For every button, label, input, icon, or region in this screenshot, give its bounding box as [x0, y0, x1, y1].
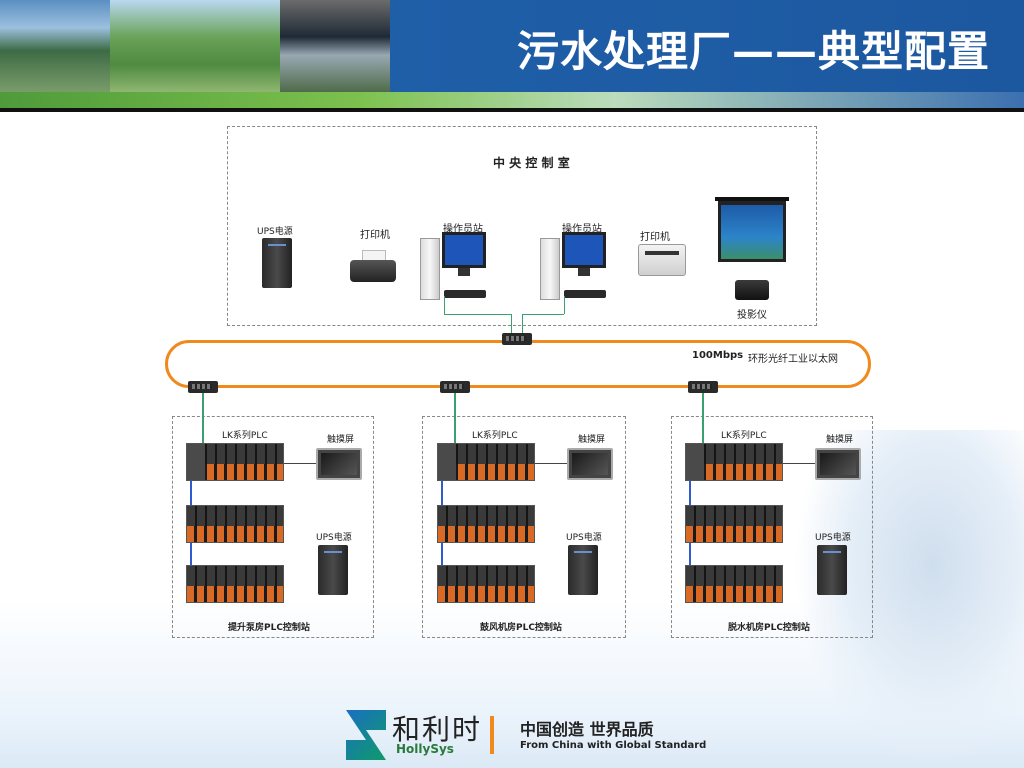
station-ups-label: UPS电源: [566, 533, 602, 543]
ethernet-switch-icon: [188, 381, 218, 393]
link-line: [454, 393, 456, 443]
slogan-english: From China with Global Standard: [520, 740, 707, 751]
touch-screen-label: 触摸屏: [826, 435, 854, 445]
link-line: [783, 463, 815, 464]
plc-label: LK系列PLC: [222, 431, 268, 441]
header-color-band: [0, 92, 1024, 108]
header: 污水处理厂——典型配置: [0, 0, 1024, 112]
photo-tanks: [280, 0, 390, 92]
projection-screen-icon: [715, 197, 789, 262]
plc-rack-expansion: [186, 505, 284, 543]
bus-line: [441, 543, 443, 565]
operator-station-icon: [420, 232, 488, 304]
plc-rack-expansion: [437, 505, 535, 543]
link-line: [511, 314, 512, 334]
bus-line: [190, 481, 192, 505]
bus-line: [689, 543, 691, 565]
plc-station-box: [172, 416, 374, 638]
bus-line: [441, 481, 443, 505]
plc-station-box: [671, 416, 873, 638]
plc-station-box: [422, 416, 626, 638]
laser-printer-icon: [638, 244, 686, 276]
ethernet-switch-icon: [502, 333, 532, 345]
slogan-chinese: 中国创造 世界品质: [520, 720, 654, 739]
bus-line: [689, 481, 691, 505]
printer-left-label: 打印机: [360, 230, 390, 241]
touch-screen-icon: [567, 448, 613, 480]
station-name: 鼓风机房PLC控制站: [480, 623, 562, 633]
link-line: [535, 463, 567, 464]
network-speed: 100Mbps: [692, 350, 744, 361]
plc-rack-main: [186, 443, 284, 481]
printer-icon: [350, 250, 396, 282]
touch-screen-label: 触摸屏: [327, 435, 355, 445]
background-figure: [794, 430, 1024, 768]
link-line: [444, 296, 445, 314]
link-line: [522, 314, 523, 334]
footer-divider: [490, 716, 494, 754]
operator-station-icon: [540, 232, 608, 304]
logo-chinese-name: 和利时: [392, 713, 483, 746]
printer-right-label: 打印机: [640, 232, 670, 243]
network-description: 环形光纤工业以太网: [748, 354, 838, 365]
plc-label: LK系列PLC: [721, 431, 767, 441]
station-right-label: 操作员站: [562, 224, 602, 235]
plc-rack-main: [685, 443, 783, 481]
station-ups-label: UPS电源: [815, 533, 851, 543]
link-line: [202, 393, 204, 443]
projector-icon: [735, 280, 769, 300]
station-name: 提升泵房PLC控制站: [228, 623, 310, 633]
plc-rack-expansion: [186, 565, 284, 603]
projector-label: 投影仪: [737, 310, 767, 321]
photo-strip: [0, 0, 390, 92]
photo-clarifier: [0, 0, 110, 92]
link-line: [702, 393, 704, 443]
ups-icon: [568, 545, 598, 595]
ups-icon: [817, 545, 847, 595]
plc-rack-main: [437, 443, 535, 481]
header-divider: [0, 108, 1024, 112]
title-band: 污水处理厂——典型配置: [390, 0, 1024, 92]
ethernet-switch-icon: [440, 381, 470, 393]
ups-icon: [262, 238, 292, 288]
station-ups-label: UPS电源: [316, 533, 352, 543]
link-line: [284, 463, 316, 464]
touch-screen-icon: [316, 448, 362, 480]
plc-rack-expansion: [685, 505, 783, 543]
link-line: [522, 314, 564, 315]
station-name: 脱水机房PLC控制站: [728, 623, 810, 633]
control-room-ups-label: UPS电源: [257, 227, 293, 237]
plc-rack-expansion: [685, 565, 783, 603]
ethernet-switch-icon: [688, 381, 718, 393]
station-left-label: 操作员站: [443, 224, 483, 235]
touch-screen-label: 触摸屏: [578, 435, 606, 445]
photo-plant-aerial: [110, 0, 280, 92]
ups-icon: [318, 545, 348, 595]
control-room-title: 中 央 控 制 室: [493, 156, 570, 170]
link-line: [444, 314, 512, 315]
link-line: [564, 296, 565, 314]
plc-label: LK系列PLC: [472, 431, 518, 441]
plc-rack-expansion: [437, 565, 535, 603]
touch-screen-icon: [815, 448, 861, 480]
logo-english-name: HollySys: [396, 742, 454, 756]
bus-line: [190, 543, 192, 565]
page-title: 污水处理厂——典型配置: [516, 27, 990, 76]
